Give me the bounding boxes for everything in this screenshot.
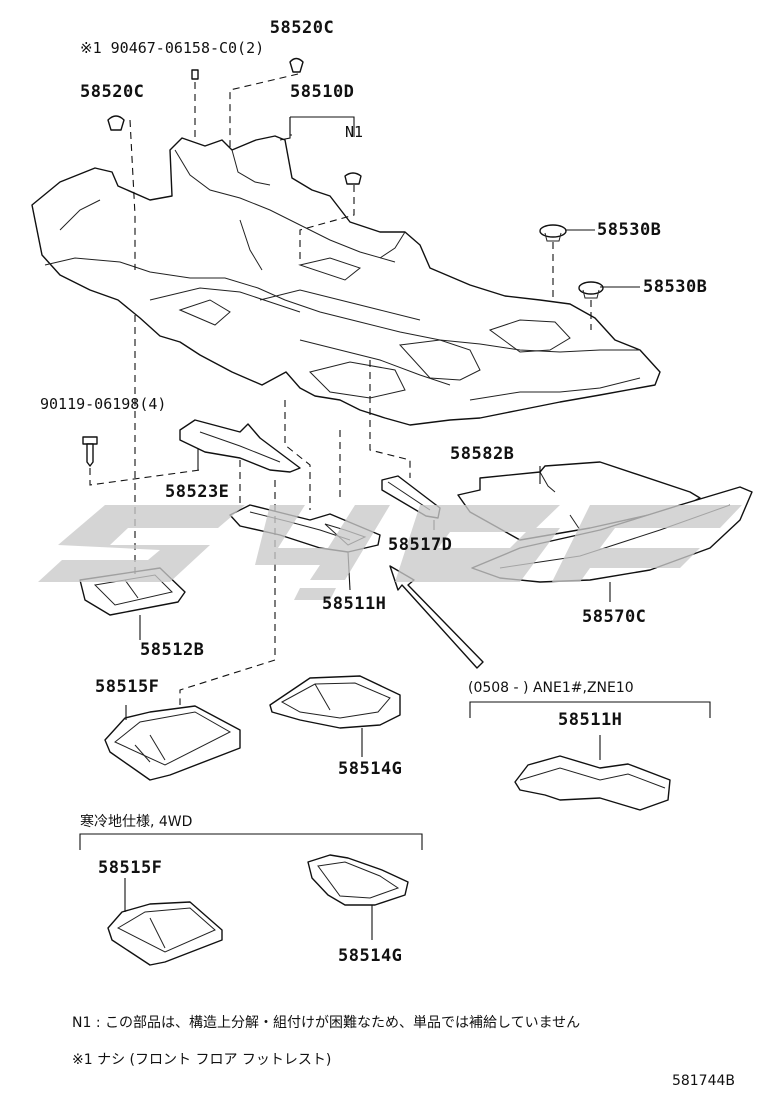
label-58514G: 58514G bbox=[338, 759, 402, 779]
floor-pad-58514G bbox=[269, 675, 401, 729]
label-58517D: 58517D bbox=[388, 535, 452, 555]
label-58530B-a: 58530B bbox=[597, 220, 661, 240]
plug-58530B-b bbox=[578, 281, 604, 299]
clip-90467 bbox=[191, 69, 199, 80]
label-58514G-cold: 58514G bbox=[338, 946, 402, 966]
label-58570C: 58570C bbox=[582, 607, 646, 627]
label-58515F-cold: 58515F bbox=[98, 858, 162, 878]
brand-logo-watermark bbox=[38, 505, 742, 600]
heel-pad-58523E bbox=[179, 419, 301, 473]
range-label: (0508 - ) ANE1#,ZNE10 bbox=[468, 680, 634, 696]
label-N1: N1 bbox=[345, 123, 363, 141]
clip-N1 bbox=[344, 172, 362, 185]
clip-58520C-top bbox=[289, 57, 304, 73]
label-58511H: 58511H bbox=[322, 594, 386, 614]
label-58512B: 58512B bbox=[140, 640, 204, 660]
label-58510D: 58510D bbox=[290, 82, 354, 102]
reference-lines bbox=[79, 73, 711, 940]
arrow-icon bbox=[389, 565, 484, 669]
floor-pad-58514G-cold bbox=[307, 854, 409, 906]
label-58515F: 58515F bbox=[95, 677, 159, 697]
footnote-n1: N1 : この部品は、構造上分解・組付けが困難なため、単品では補給していません bbox=[72, 1015, 580, 1031]
floor-pad-58515F-cold bbox=[107, 901, 223, 966]
floor-carpet-58510D bbox=[31, 135, 661, 426]
diagram-id: 581744B bbox=[672, 1073, 735, 1089]
label-58520C-top: 58520C bbox=[270, 18, 334, 38]
bolt-90119 bbox=[82, 436, 98, 467]
label-90119: 90119-06198(4) bbox=[40, 395, 166, 413]
label-58523E: 58523E bbox=[165, 482, 229, 502]
clip-58520C-left bbox=[107, 115, 125, 131]
floor-pad-58511H-variant bbox=[514, 755, 671, 811]
label-58582B: 58582B bbox=[450, 444, 514, 464]
label-90467: ※1 90467-06158-C0(2) bbox=[80, 39, 264, 57]
label-58511H-variant: 58511H bbox=[558, 710, 622, 730]
label-58520C-left: 58520C bbox=[80, 82, 144, 102]
plug-58530B-a bbox=[539, 224, 567, 242]
label-58530B-b: 58530B bbox=[643, 277, 707, 297]
cold-spec-label: 寒冷地仕様, 4WD bbox=[80, 813, 192, 830]
floor-pad-58515F bbox=[104, 705, 241, 781]
footnote-1: ※1 ナシ (フロント フロア フットレスト) bbox=[72, 1052, 331, 1068]
